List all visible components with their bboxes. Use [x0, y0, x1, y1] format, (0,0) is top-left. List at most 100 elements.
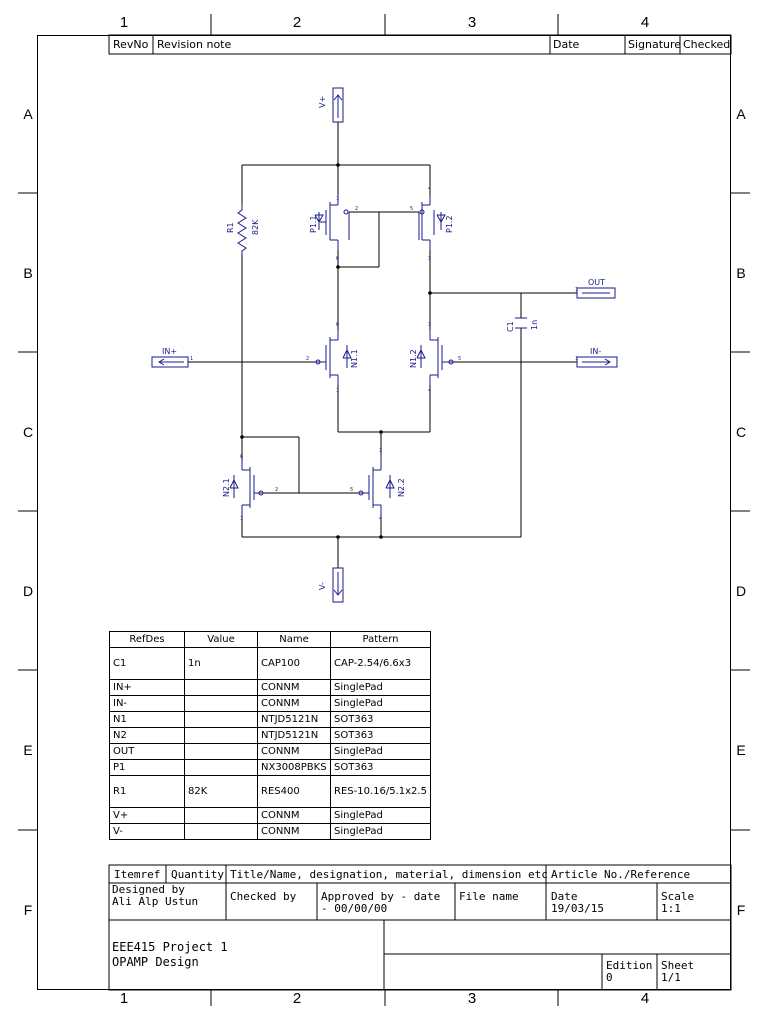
table-row: OUT CONNM SinglePad: [109, 743, 431, 760]
pin-label: 1: [240, 516, 243, 522]
revision-block-lines: [108, 34, 732, 55]
rev-no-header: RevNo: [113, 38, 149, 51]
n22-label: N2.2: [397, 478, 406, 497]
bom-cell: CONNM: [257, 679, 331, 696]
p12-label: P1.2: [445, 215, 454, 233]
project-title: EEE415 Project 1: [112, 940, 228, 954]
inplus-port-label: IN+: [162, 347, 177, 356]
row-label-d: D: [22, 583, 34, 599]
pin-label: 6: [336, 256, 339, 262]
table-row: P1 NX3008PBKS SOT363: [109, 759, 431, 776]
pin-label: 4: [379, 516, 382, 522]
table-row: IN+ CONNM SinglePad: [109, 679, 431, 696]
bom-cell: SOT363: [330, 759, 431, 776]
bom-cell: NTJD5121N: [257, 727, 331, 744]
bom-cell: CAP-2.54/6.6x3: [330, 647, 431, 680]
row-label-e-right: E: [736, 742, 746, 758]
bom-cell: C1: [109, 647, 185, 680]
inminus-port-label: IN-: [590, 347, 601, 356]
approved-by-label: Approved by - date: [321, 890, 441, 903]
designed-by-value: Ali Alp Ustun: [112, 895, 199, 908]
n12-label: N1.2: [409, 349, 418, 368]
pin-label: 5: [458, 356, 461, 362]
out-port-label: OUT: [588, 278, 605, 287]
bom-header-name: Name: [257, 631, 331, 648]
bom-cell: [184, 743, 258, 760]
bom-cell: IN-: [109, 695, 185, 712]
pin-label: 1: [575, 356, 578, 362]
pin-label: 1: [190, 356, 193, 362]
row-label-c: C: [22, 424, 34, 440]
designed-by-label: Designed by: [112, 883, 185, 896]
column-label-3-bottom: 3: [467, 990, 477, 1007]
checked-header: Checked: [683, 38, 731, 51]
pin-label: 3: [428, 256, 431, 262]
vplus-port-label: V+: [318, 96, 327, 108]
column-label-4: 4: [640, 14, 650, 31]
sheet-value: 1/1: [661, 971, 681, 984]
bom-cell: SinglePad: [330, 743, 431, 760]
pin-label: 5: [410, 206, 413, 212]
bom-cell: SinglePad: [330, 679, 431, 696]
bom-cell: CONNM: [257, 743, 331, 760]
bom-cell: [184, 711, 258, 728]
bom-header-value: Value: [184, 631, 258, 648]
component-symbols: [151, 87, 618, 603]
date-label: Date: [551, 890, 578, 903]
bom-cell: [184, 807, 258, 824]
revision-date-header: Date: [553, 38, 580, 51]
bom-cell: [184, 695, 258, 712]
column-label-3: 3: [467, 14, 477, 31]
bom-header-pattern: Pattern: [330, 631, 431, 648]
r1-ref-label: R1: [226, 222, 235, 233]
frame-ticks: [18, 14, 750, 1006]
bom-table: RefDes Value Name Pattern C1 1n CAP100 C…: [109, 631, 431, 840]
pin-label: 2: [355, 206, 358, 212]
bom-cell: SinglePad: [330, 695, 431, 712]
table-row: N1 NTJD5121N SOT363: [109, 711, 431, 728]
pin-label: 5: [350, 487, 353, 493]
vminus-port-label: V-: [318, 582, 327, 590]
n11-label: N1.1: [350, 349, 359, 368]
bom-cell: OUT: [109, 743, 185, 760]
bom-cell: RES400: [257, 775, 331, 808]
bom-cell: SOT363: [330, 727, 431, 744]
bom-header-refdes: RefDes: [109, 631, 185, 648]
file-name-label: File name: [459, 890, 519, 903]
bom-cell: RES-10.16/5.1x2.5: [330, 775, 431, 808]
bom-cell: V+: [109, 807, 185, 824]
bom-cell: P1: [109, 759, 185, 776]
r1-value-label: 82K: [251, 219, 260, 235]
table-row: R1 82K RES400 RES-10.16/5.1x2.5: [109, 775, 431, 808]
article-no-label: Article No./Reference: [551, 868, 691, 881]
pin-label: 2: [306, 356, 309, 362]
n21-label: N2.1: [222, 478, 231, 497]
pin-label: 1: [575, 287, 578, 293]
column-label-1-bottom: 1: [119, 990, 129, 1007]
pin-label: 2: [275, 487, 278, 493]
table-row: V+ CONNM SinglePad: [109, 807, 431, 824]
scale-label: Scale: [661, 890, 695, 903]
bom-cell: NX3008PBKS: [257, 759, 331, 776]
table-row: V- CONNM SinglePad: [109, 823, 431, 840]
bom-cell: [184, 759, 258, 776]
pin-label: 6: [240, 454, 243, 460]
pin-label: 3: [428, 322, 431, 328]
title-name-label: Title/Name, designation, material, dimen…: [230, 868, 548, 881]
bom-cell: CONNM: [257, 695, 331, 712]
bom-cell: N1: [109, 711, 185, 728]
c1-value-label: 1n: [530, 320, 539, 330]
pin-label: 4: [428, 186, 431, 192]
checked-by-label: Checked by: [230, 890, 297, 903]
title-block-lines: [108, 864, 732, 991]
date-value: 19/03/15: [551, 902, 604, 915]
bom-cell: V-: [109, 823, 185, 840]
pin-label: 6: [336, 322, 339, 328]
bom-cell: SinglePad: [330, 807, 431, 824]
revision-note-header: Revision note: [157, 38, 232, 51]
pin-label: 3: [379, 448, 382, 454]
bom-cell: [184, 823, 258, 840]
column-label-2: 2: [292, 14, 302, 31]
bom-header-row: RefDes Value Name Pattern: [109, 631, 431, 648]
column-label-2-bottom: 2: [292, 990, 302, 1007]
